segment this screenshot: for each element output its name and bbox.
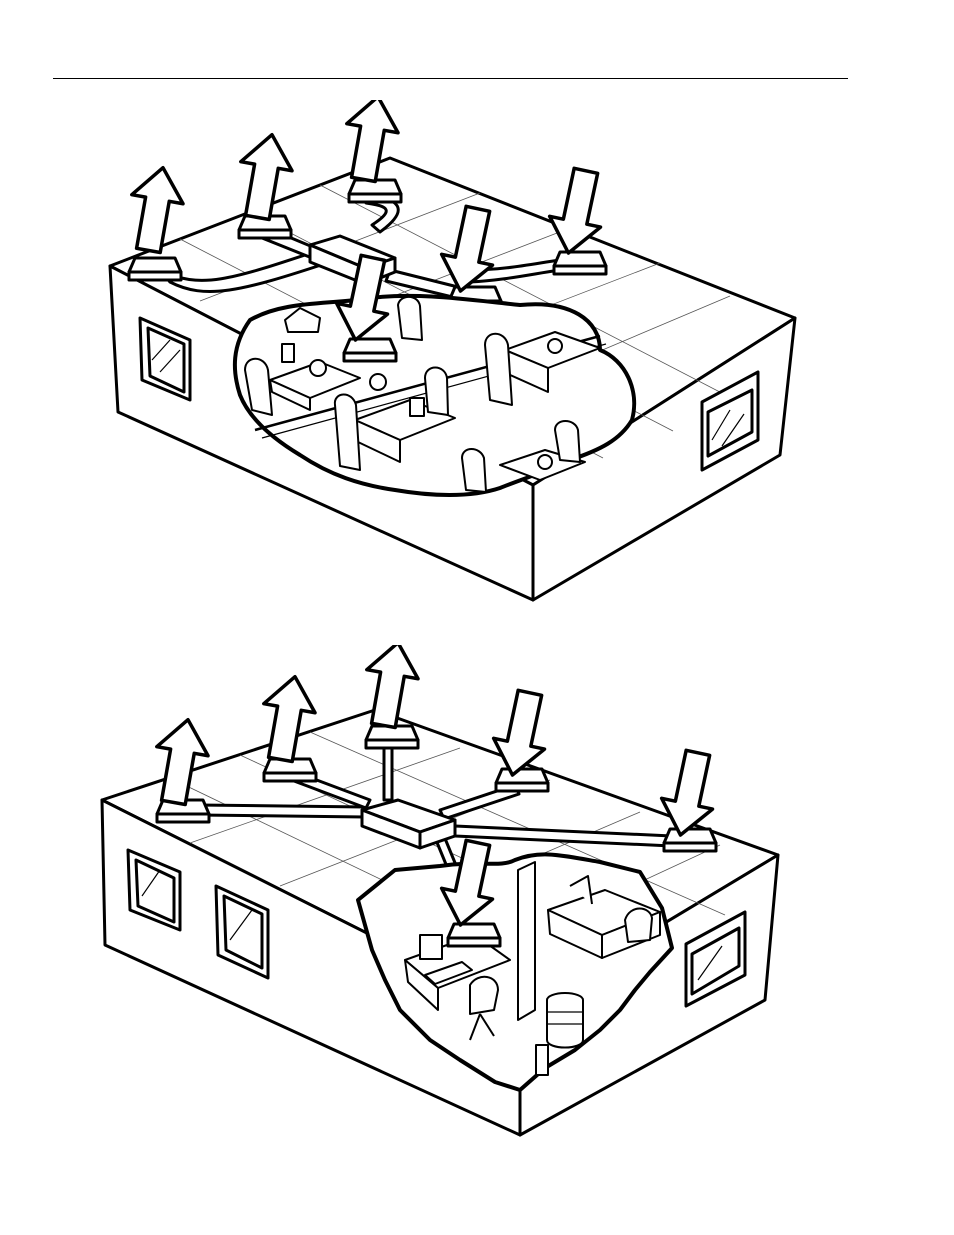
flower-vase-2 <box>370 374 386 390</box>
office-chair-2 <box>625 909 652 943</box>
cylinder-tank <box>536 1045 548 1075</box>
chair-4 <box>485 334 512 405</box>
partition-wall <box>518 862 535 1020</box>
chair-6 <box>555 421 580 462</box>
ceiling-diffuser <box>344 339 396 361</box>
supply-vent-4 <box>496 769 548 791</box>
chair-2 <box>335 394 360 470</box>
restaurant-building-illustration <box>0 100 954 610</box>
menu-card <box>410 398 424 416</box>
exhaust-vent-1 <box>129 258 181 280</box>
exhaust-vent-3 <box>349 180 401 202</box>
supply-vent-5 <box>664 829 716 851</box>
top-rule <box>53 78 848 79</box>
office-chair-1 <box>470 977 498 1014</box>
supply-vent-1 <box>554 252 606 274</box>
computer-monitor <box>420 935 442 959</box>
office-building-illustration <box>0 645 954 1145</box>
ceiling-diffuser-2 <box>448 924 500 946</box>
chair-5 <box>398 297 422 340</box>
flower-vase-1 <box>310 360 326 376</box>
flower-vase-4 <box>538 455 552 469</box>
menu-card-2 <box>282 344 294 362</box>
chair-7 <box>462 449 486 492</box>
flower-vase-3 <box>548 339 562 353</box>
exhaust-vent-6 <box>366 726 418 748</box>
chair-3 <box>425 368 448 416</box>
